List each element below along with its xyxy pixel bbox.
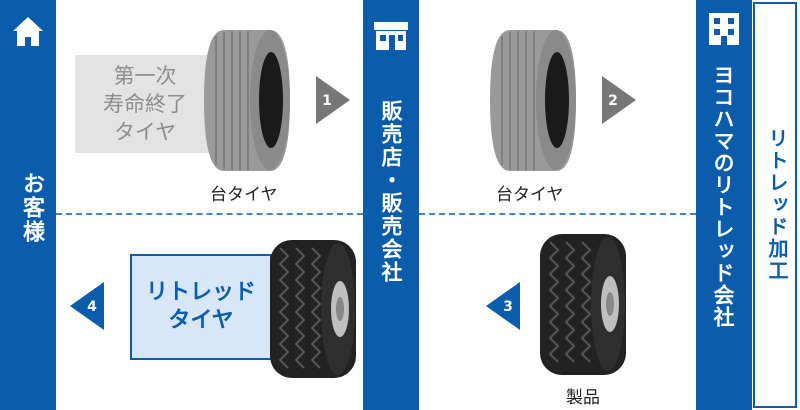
casing-caption-2: 台タイヤ (496, 185, 564, 205)
retread-company-column (696, 0, 752, 410)
svg-text:1: 1 (322, 93, 332, 109)
first-life-end-tire-label: 第一次 寿命終了 タイヤ (75, 55, 215, 153)
house-icon (13, 17, 43, 46)
step-1-arrow: 1 (316, 76, 350, 124)
svg-text:2: 2 (608, 93, 618, 109)
building-icon (709, 13, 739, 45)
used-tire-1 (204, 30, 290, 171)
used-tire-2 (490, 30, 576, 171)
svg-text:3: 3 (503, 299, 513, 315)
divider-right (419, 213, 696, 215)
retread-process-column (753, 2, 797, 408)
svg-text:4: 4 (87, 299, 97, 315)
step-3-arrow: 3 (486, 282, 520, 330)
product-caption: 製品 (566, 388, 600, 408)
retread-process-label: リトレッド加工 (765, 128, 789, 282)
step-2-arrow: 2 (602, 76, 636, 124)
customer-column (0, 0, 56, 410)
product-tire-image (540, 234, 626, 375)
dealer-label: 販売店・販売会社 (379, 100, 403, 284)
divider-left (56, 213, 363, 215)
retread-tire-label: リトレッド タイヤ (130, 254, 272, 360)
retread-company-label: ヨコハマのリトレッド会社 (711, 64, 735, 328)
retread-tire-image (270, 240, 356, 378)
dealer-column (363, 0, 419, 410)
step-4-arrow: 4 (70, 282, 104, 330)
customer-label: お客様 (19, 172, 44, 244)
shop-icon (374, 22, 408, 50)
casing-caption-1: 台タイヤ (210, 185, 278, 205)
